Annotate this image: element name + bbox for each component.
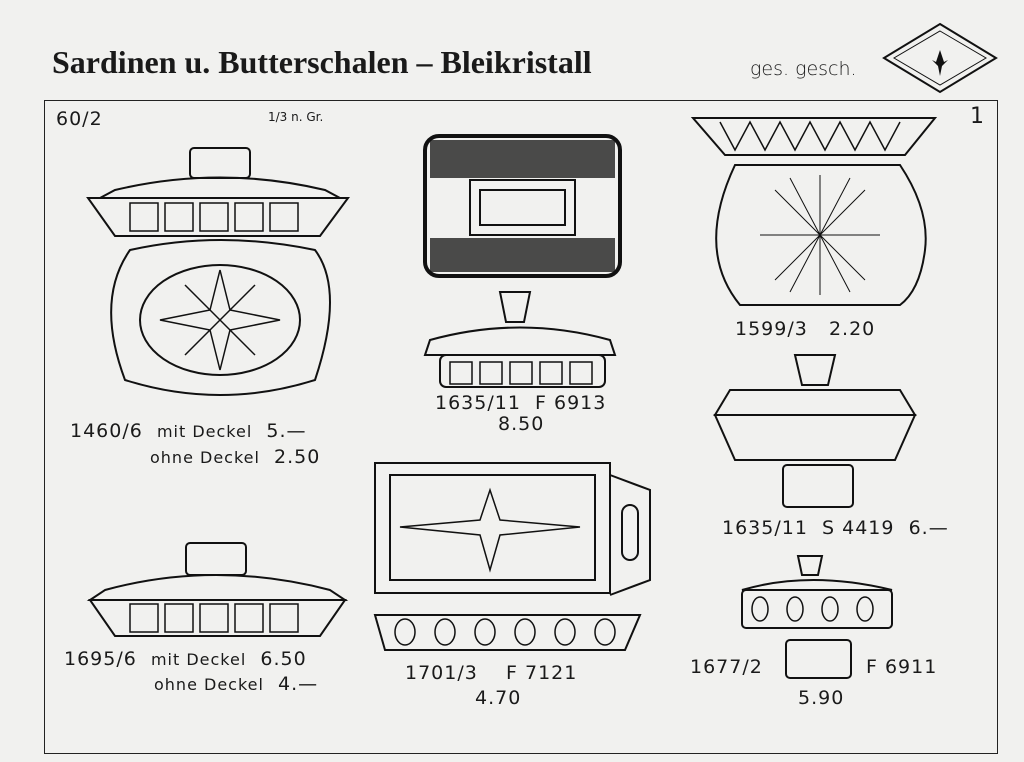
catalog-ref: 60/2: [56, 108, 103, 130]
item-price: 6.50: [260, 648, 307, 670]
item-code: F 7121: [506, 662, 578, 684]
item-price: 8.50: [498, 413, 545, 435]
item-price: 6.—: [908, 517, 949, 539]
page-title: Sardinen u. Butterschalen – Bleikristall: [52, 44, 592, 80]
item-variant: mit Deckel: [150, 650, 247, 669]
item-1695-label-2: ohne Deckel 4.—: [154, 673, 318, 695]
item-variant: ohne Deckel: [154, 675, 264, 694]
dish-1599-illustration: [690, 117, 938, 306]
catalog-frame: [44, 100, 998, 754]
item-price: 2.20: [828, 318, 876, 340]
item-1635-f6913-label: 1635/11 F 6913: [435, 392, 606, 414]
tray-1701-illustration: [373, 462, 651, 651]
scale-note: 1/3 n. Gr.: [268, 110, 324, 124]
item-number: 1701/3: [405, 662, 478, 684]
item-price: 5.—: [266, 420, 307, 442]
butter-dish-1635-f6913-illustration: [423, 134, 622, 388]
item-number: 1695/6: [64, 648, 137, 670]
item-variant: ohne Deckel: [150, 448, 260, 467]
item-1460-label: 1460/6 mit Deckel 5.—: [70, 420, 307, 442]
item-1701-label: 1701/3 F 7121: [405, 662, 577, 684]
item-1599-label: 1599/3 2.20: [735, 318, 875, 340]
item-1695-label: 1695/6 mit Deckel 6.50: [64, 648, 307, 670]
item-1677-number: 1677/2: [690, 656, 763, 678]
item-price: 4.70: [475, 687, 522, 709]
dish-1695-illustration: [86, 542, 349, 637]
butter-dish-1677-illustration: [741, 555, 893, 679]
item-code: S 4419: [822, 517, 895, 539]
item-variant: mit Deckel: [156, 422, 253, 441]
item-number: 1460/6: [70, 420, 143, 442]
item-price: 5.90: [798, 687, 845, 709]
dish-1460-illustration: [86, 147, 350, 396]
josephinenhuette-logo: [878, 22, 1002, 94]
item-price: 4.—: [278, 673, 319, 695]
item-price: 2.50: [274, 446, 321, 468]
item-code: F 6913: [535, 392, 607, 414]
item-number: 1635/11: [722, 517, 808, 539]
butter-dish-1635-s4419-illustration: [713, 354, 917, 508]
item-1677-code: F 6911: [866, 656, 938, 678]
item-1635-s4419-label: 1635/11 S 4419 6.—: [722, 517, 949, 539]
item-number: 1599/3: [735, 318, 808, 340]
page-number: 1: [970, 104, 985, 129]
page-subtitle: ges. gesch.: [750, 58, 857, 80]
item-number: 1635/11: [435, 392, 521, 414]
item-1460-label-2: ohne Deckel 2.50: [150, 446, 320, 468]
